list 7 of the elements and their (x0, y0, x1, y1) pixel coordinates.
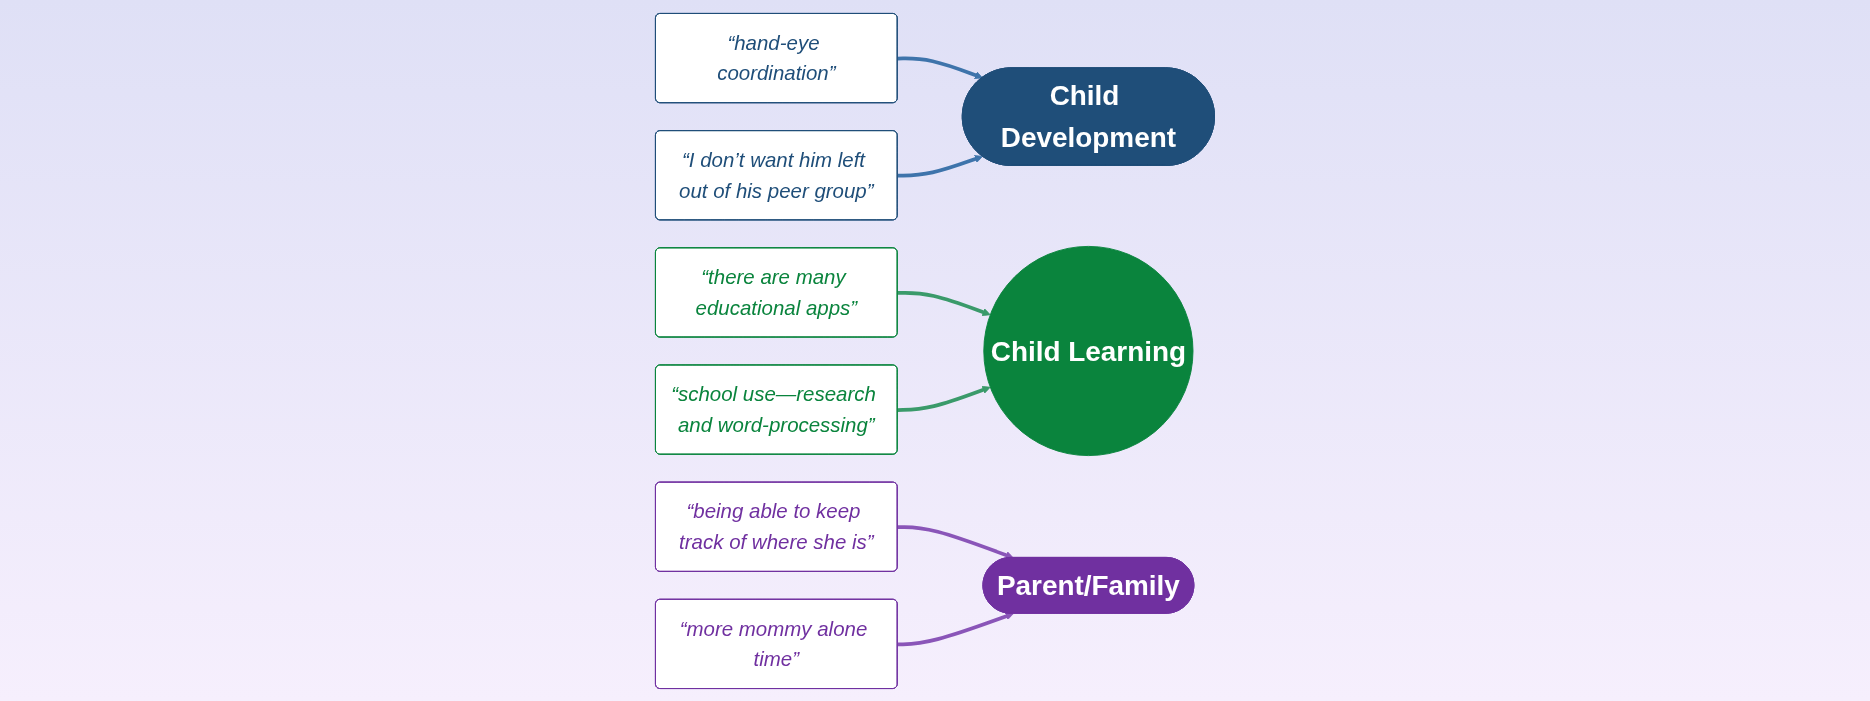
arrow (897, 290, 991, 316)
arrow (897, 385, 991, 412)
arrow (897, 524, 1014, 559)
arrow (897, 611, 1014, 646)
arrow (897, 154, 983, 178)
arrow (897, 56, 983, 79)
node-circle: Child Learning (983, 245, 1194, 456)
